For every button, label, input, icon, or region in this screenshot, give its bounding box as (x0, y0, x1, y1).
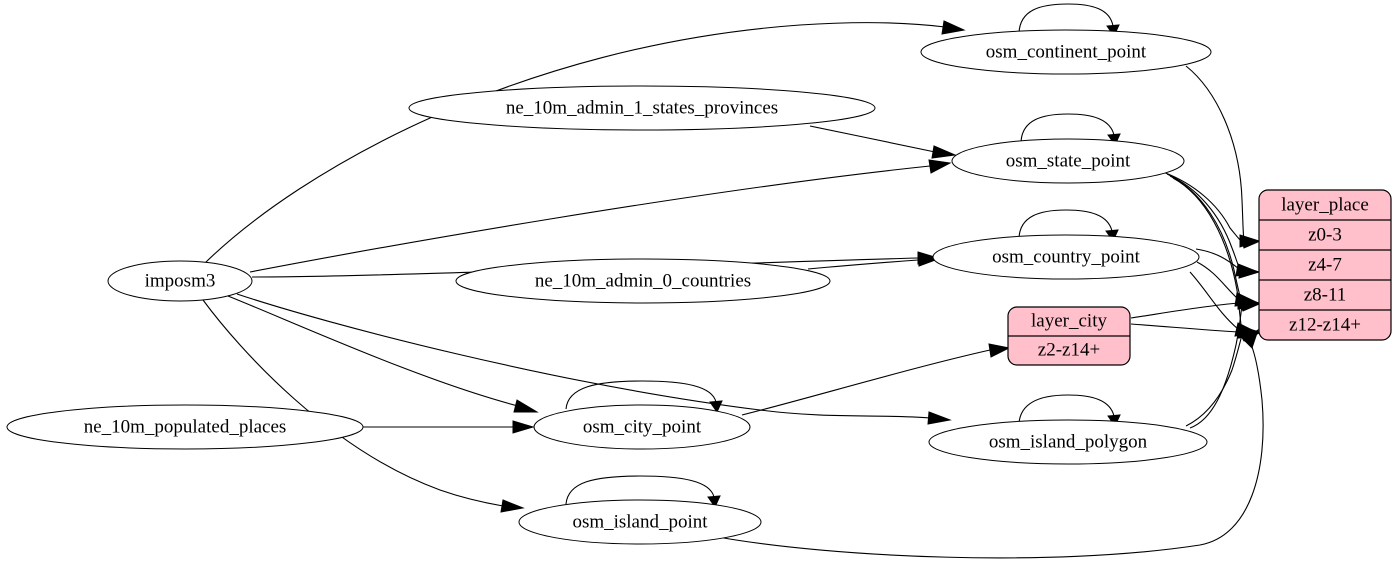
self-loop-osm-state-point (1020, 113, 1121, 147)
node-imposm3-label: imposm3 (145, 270, 216, 291)
self-loop-osm-city-point (565, 380, 723, 414)
node-ne-admin1-label: ne_10m_admin_1_states_provinces (506, 97, 778, 118)
node-osm-island-polygon-label: osm_island_polygon (989, 431, 1148, 452)
node-ne-10m-populated-places[interactable]: ne_10m_populated_places (6, 404, 364, 450)
edge-imposm3-to-osm-island-point (202, 299, 525, 513)
edge-osm-city-point-to-layer-city-z2-z14 (741, 343, 1011, 416)
edge-layer-city-to-layer-place-z8-11 (1130, 296, 1260, 319)
edge-imposm3-to-osm-city-point (227, 295, 539, 413)
node-imposm3[interactable]: imposm3 (107, 260, 253, 302)
node-osm-country-point-label: osm_country_point (992, 246, 1140, 267)
node-osm-island-point-label: osm_island_point (572, 511, 708, 532)
node-osm-city-point-label: osm_city_point (583, 416, 702, 437)
edge-imposm3-to-osm-island-polygon (236, 293, 952, 425)
self-loop-osm-island-point (565, 475, 721, 509)
record-layer-place-row-z8-11[interactable]: z8-11 (1304, 284, 1347, 305)
edge-imposm3-to-osm-continent-point (204, 20, 966, 264)
edge-osm-island-polygon-to-layer-place-z8-11 (1189, 303, 1260, 429)
record-layer-place-row-z4-7[interactable]: z4-7 (1308, 254, 1342, 275)
edge-layer-city-to-layer-place-z12-z14 (1130, 323, 1260, 339)
edge-layer (202, 3, 1264, 559)
edge-osm-island-polygon-to-layer-place-z12-z14 (1185, 332, 1260, 427)
edge-imposm3-to-osm-state-point (249, 159, 952, 273)
node-osm-continent-point-label: osm_continent_point (986, 41, 1147, 62)
node-osm-island-point[interactable]: osm_island_point (518, 499, 762, 545)
node-layer: imposm3 ne_10m_admin_1_states_provinces … (6, 29, 1392, 545)
record-node-layer-place[interactable]: layer_place z0-3 z4-7 z8-11 z12-z14+ (1258, 189, 1392, 341)
node-ne-admin0-label: ne_10m_admin_0_countries (535, 270, 751, 291)
edge-ne-populated-to-osm-city-point (363, 420, 535, 434)
edge-osm-country-point-to-layer-place-z4-7 (1195, 248, 1260, 277)
node-osm-state-point[interactable]: osm_state_point (951, 138, 1185, 184)
edge-ne-admin1-to-osm-state-point (809, 125, 957, 159)
node-osm-city-point[interactable]: osm_city_point (533, 404, 751, 450)
edge-osm-state-point-to-layer-place-z0-3 (1162, 171, 1261, 248)
record-layer-city-row-z2-z14[interactable]: z2-z14+ (1038, 339, 1100, 360)
record-node-layer-city[interactable]: layer_city z2-z14+ (1007, 306, 1131, 366)
edge-osm-continent-point-to-layer-place-z0-3 (1185, 65, 1261, 249)
node-ne-populated-label: ne_10m_populated_places (84, 416, 287, 437)
node-ne-10m-admin-1-states-provinces[interactable]: ne_10m_admin_1_states_provinces (408, 85, 876, 131)
record-layer-city-title: layer_city (1031, 310, 1107, 331)
node-osm-continent-point[interactable]: osm_continent_point (920, 29, 1212, 75)
record-layer-place-title: layer_place (1281, 194, 1369, 215)
record-layer-place-row-z0-3[interactable]: z0-3 (1308, 224, 1342, 245)
node-osm-island-polygon[interactable]: osm_island_polygon (928, 419, 1208, 465)
node-osm-state-point-label: osm_state_point (1006, 150, 1131, 171)
node-osm-country-point[interactable]: osm_country_point (932, 234, 1200, 280)
edge-ne-admin0-to-osm-country-point (807, 253, 940, 270)
node-ne-10m-admin-0-countries[interactable]: ne_10m_admin_0_countries (455, 258, 831, 304)
record-layer-place-row-z12-z14[interactable]: z12-z14+ (1289, 314, 1361, 335)
